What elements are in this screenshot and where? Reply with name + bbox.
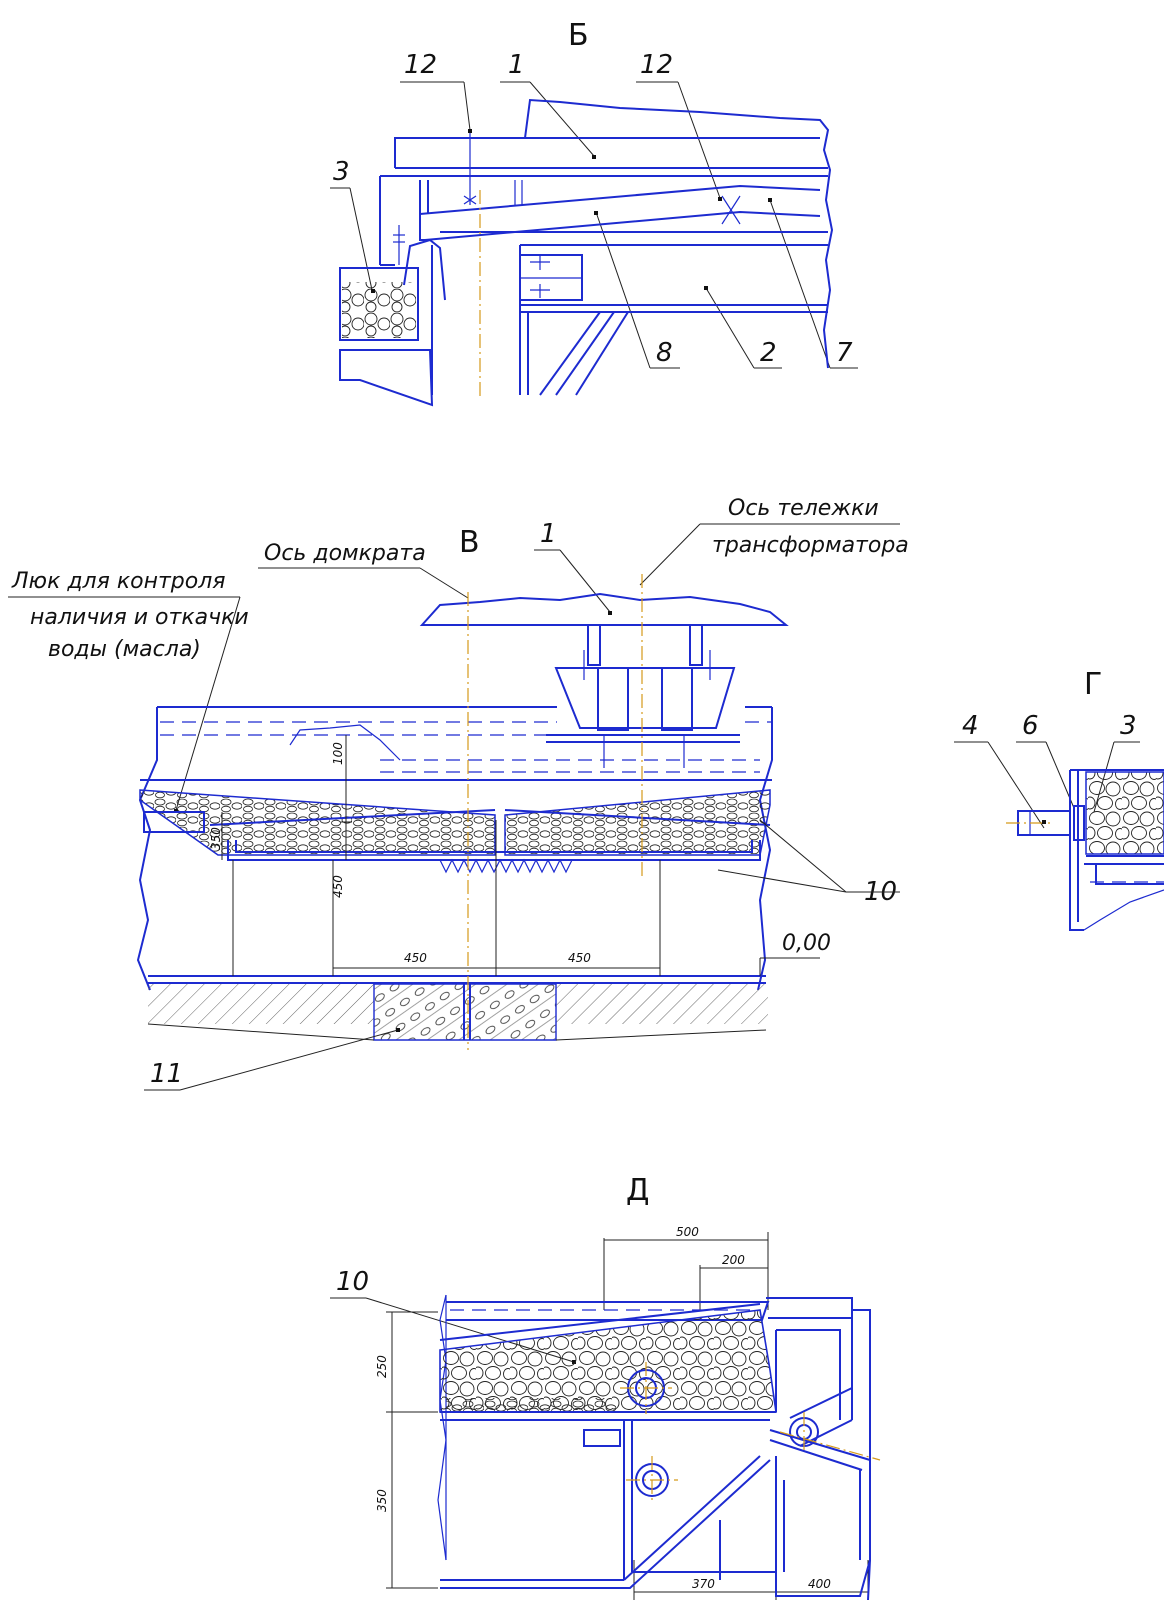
view-d-callout-10: 10 — [336, 1267, 369, 1297]
view-d-dim-500: 500 — [676, 1225, 699, 1239]
view-g-title: Г — [1084, 667, 1102, 702]
view-v-title: В — [459, 525, 480, 560]
view-v-dim-450-vert: 450 — [331, 875, 345, 898]
view-v-axis-jack: Ось домкрата — [264, 541, 426, 566]
view-d-dim-370: 370 — [692, 1577, 715, 1591]
view-d-dim-350: 350 — [375, 1489, 389, 1512]
view-v-callout-1: 1 — [540, 519, 557, 549]
view-g-callout-6: 6 — [1022, 711, 1039, 741]
view-g-callout-3: 3 — [1120, 711, 1137, 741]
view-v-level: 0,00 — [782, 931, 831, 956]
view-v-dim-450-right: 450 — [568, 951, 591, 965]
view-d-title: Д — [626, 1173, 649, 1208]
view-v-hatch-note-line3: воды (масла) — [48, 637, 201, 662]
view-b-callout-7: 7 — [836, 338, 853, 368]
view-d-dim-200: 200 — [722, 1253, 745, 1267]
view-v-hatch-note-line2: наличия и откачки — [30, 605, 249, 630]
view-v-axis-cart-line1: Ось тележки — [728, 496, 879, 521]
view-b-callout-3: 3 — [333, 157, 350, 187]
view-v-dim-450-left: 450 — [404, 951, 427, 965]
view-v-dim-100: 100 — [331, 742, 345, 765]
view-g-callout-4: 4 — [962, 711, 979, 741]
view-d-dim-250: 250 — [375, 1355, 389, 1378]
view-d-dim-400: 400 — [808, 1577, 831, 1591]
view-v-hatch-note-line1: Люк для контроля — [11, 569, 226, 594]
view-g: Г 4 6 3 — [954, 667, 1164, 931]
view-b: Б 12 1 12 3 8 2 7 — [330, 18, 858, 407]
view-b-callout-8: 8 — [656, 338, 673, 368]
view-v: В 1 Ось домкрата Ось тележки трансформат… — [8, 496, 909, 1091]
view-b-callout-1: 1 — [508, 50, 525, 80]
view-v-dim-350: 350 — [209, 827, 223, 850]
view-v-axis-cart-line2: трансформатора — [712, 533, 909, 558]
view-b-callout-12-right: 12 — [640, 50, 673, 80]
view-v-callout-11: 11 — [150, 1059, 183, 1089]
view-b-callout-2: 2 — [760, 338, 777, 368]
view-d: Д 10 500 200 250 350 370 400 — [330, 1173, 881, 1600]
view-b-title: Б — [568, 18, 589, 53]
view-b-callout-12-left: 12 — [404, 50, 437, 80]
